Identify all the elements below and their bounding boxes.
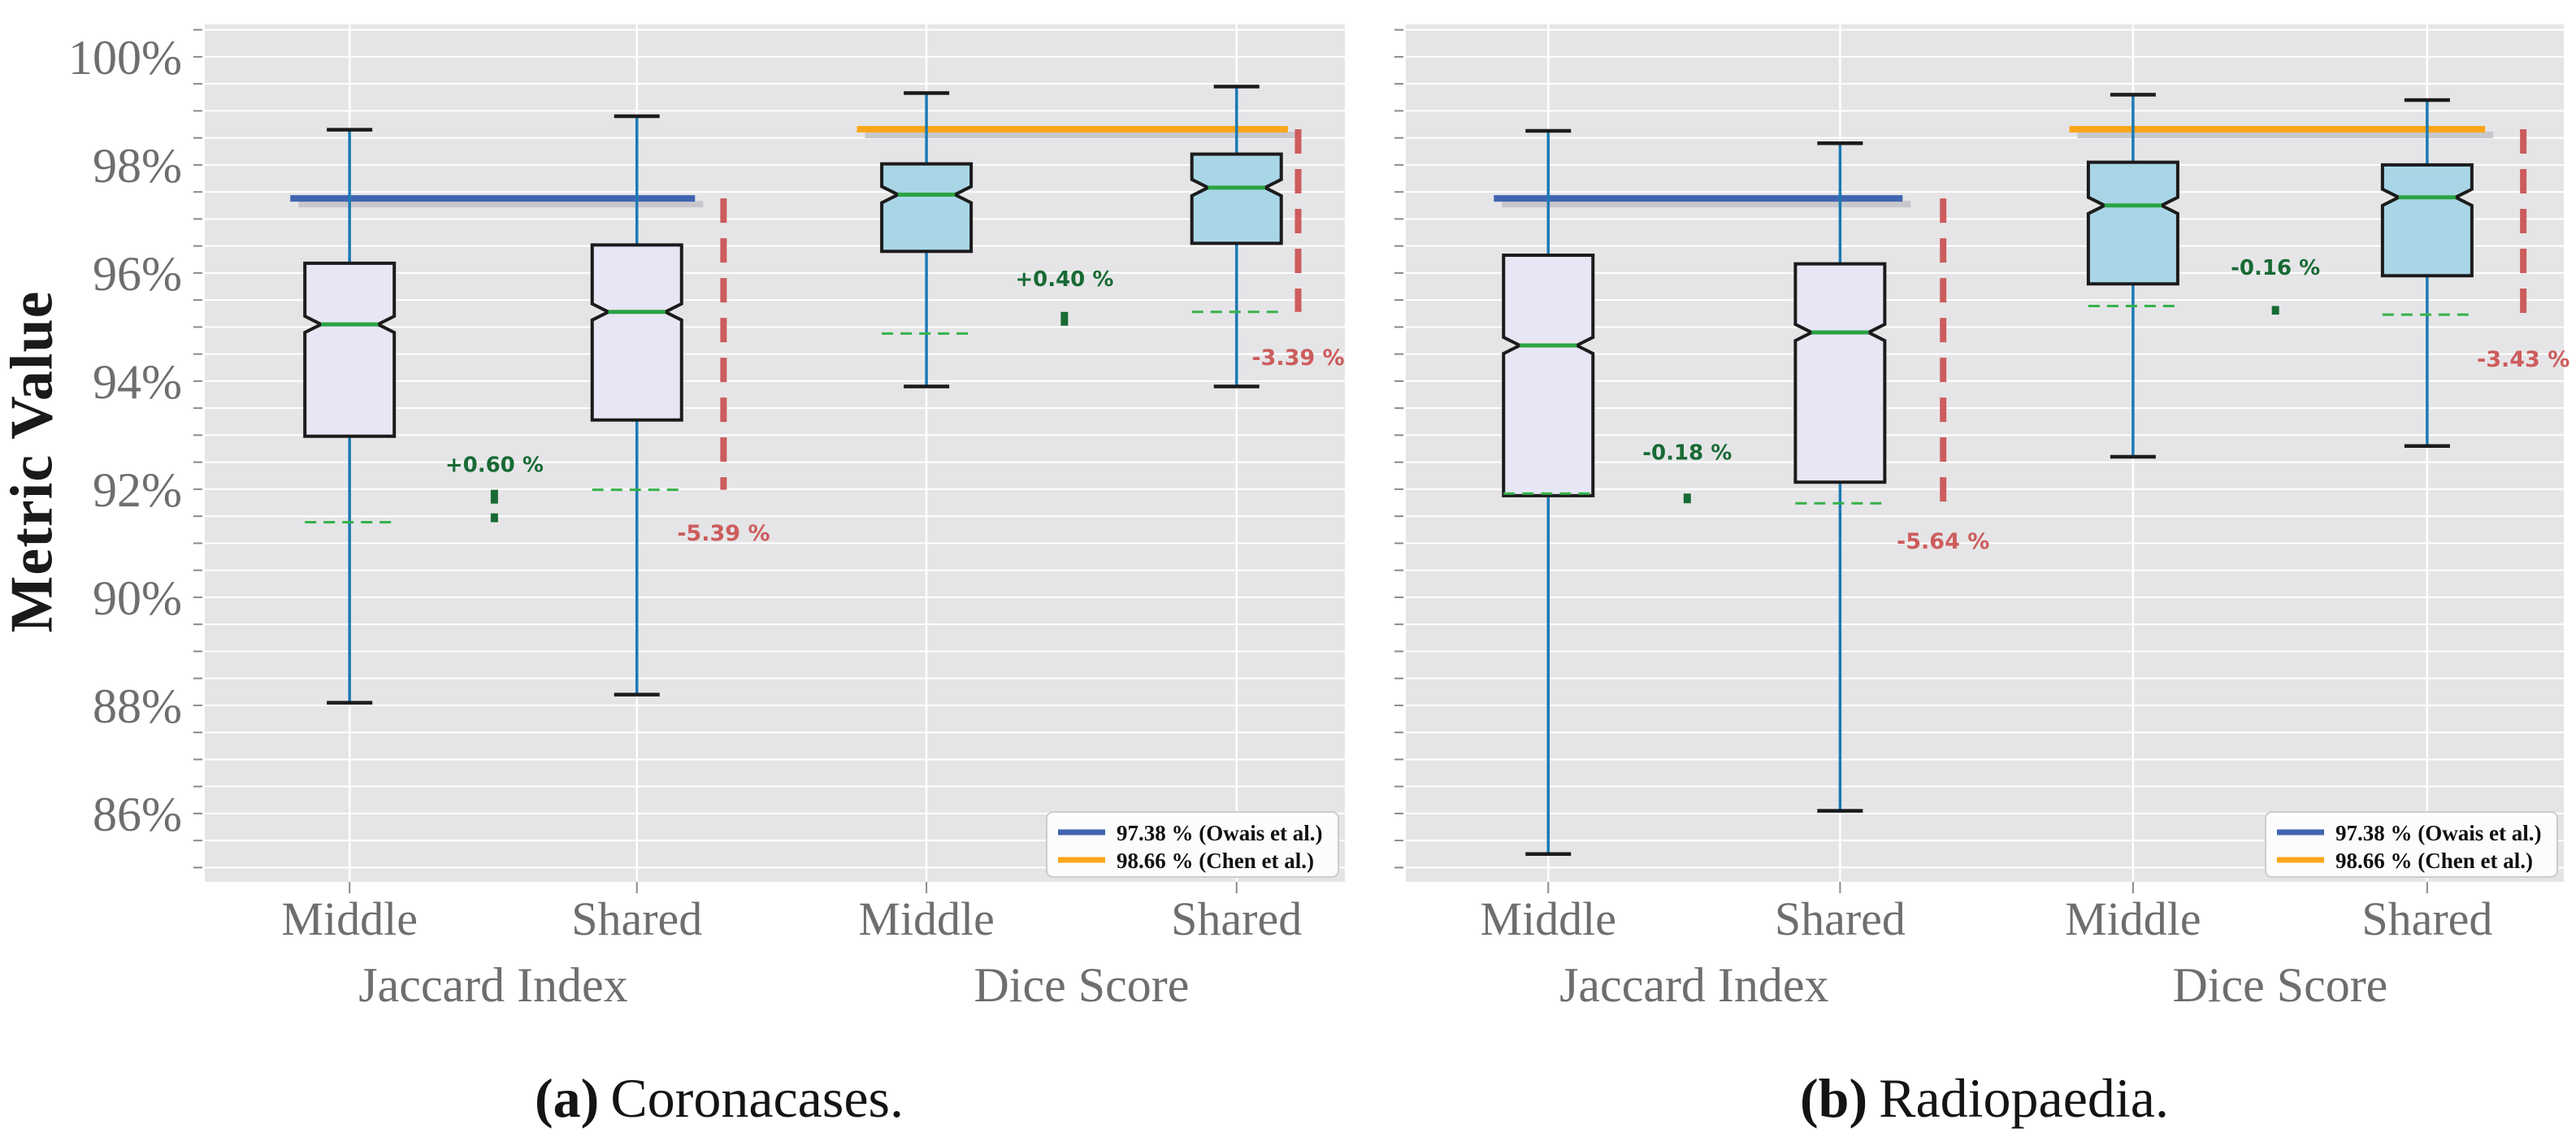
legend: 97.38 % (Owais et al.) 98.66 % (Chen et a… (1046, 811, 1339, 878)
caption-b-text: Radiopaedia. (1879, 1067, 2169, 1129)
notched-box (1190, 152, 1283, 245)
legend-box (2265, 811, 2558, 878)
mean-diff-marker: +0.60 % (445, 454, 544, 523)
gap-marker: -3.39 % (1251, 129, 1345, 371)
gridlines (193, 24, 1345, 882)
y-tick-label: 92% (93, 463, 182, 517)
ref-line-chen (2069, 126, 2494, 139)
gap-label: -5.39 % (677, 521, 770, 546)
diff-label: +0.60 % (445, 454, 544, 478)
x-tick-label: Shared (571, 892, 702, 945)
y-tick-label: 100% (68, 31, 182, 85)
legend-label: 98.66 % (Chen et al.) (1117, 849, 1314, 873)
group-label: Jaccard Index (1559, 958, 1828, 1012)
legend-box (1046, 811, 1339, 878)
diff-label: +0.40 % (1015, 267, 1113, 292)
y-axis-title: Metric Value (0, 290, 66, 633)
mean-diff-marker: +0.40 % (1015, 267, 1113, 334)
notched-box (880, 162, 974, 254)
ref-line-owais (290, 195, 704, 208)
y-tick-labels: 100% 98% 96% 94% 92% 90% 88% 86% (68, 31, 182, 841)
boxplot-middle-jaccard (303, 128, 397, 705)
boxplot-shared-dice (1190, 85, 1283, 389)
x-tick-label: Shared (2361, 892, 2492, 945)
x-tick-label: Shared (1171, 892, 1302, 945)
gap-marker: -5.64 % (1897, 198, 1989, 554)
ref-line-owais (1494, 195, 1911, 208)
group-label: Dice Score (2172, 958, 2387, 1012)
caption-a-text: Coronacases. (610, 1067, 904, 1129)
diff-label: -0.18 % (1642, 441, 1732, 465)
boxplot-middle-dice (2086, 93, 2179, 459)
legend-label: 97.38 % (Owais et al.) (2335, 821, 2541, 845)
group-label: Dice Score (974, 958, 1189, 1012)
plot-area (1406, 24, 2564, 882)
boxplot-shared-jaccard (1793, 141, 1887, 813)
x-tick-label: Shared (1775, 892, 1906, 945)
y-tick-label: 94% (93, 355, 182, 409)
plot-area (205, 24, 1345, 882)
x-tick-label: Middle (1481, 892, 1617, 945)
caption-a-tag: (a) (535, 1067, 600, 1129)
y-tick-label: 98% (93, 139, 182, 193)
y-tick-label: 96% (93, 247, 182, 301)
legend-label: 98.66 % (Chen et al.) (2335, 849, 2533, 873)
notched-box (303, 261, 397, 438)
boxplot-middle-jaccard (1502, 128, 1595, 857)
notched-box (2380, 163, 2474, 278)
group-label: Jaccard Index (358, 958, 627, 1012)
gap-marker: -3.43 % (2477, 129, 2569, 372)
caption-b-tag: (b) (1800, 1067, 1868, 1129)
gap-marker: -5.39 % (677, 198, 770, 546)
notched-box (2086, 160, 2179, 286)
diff-label: -0.16 % (2231, 256, 2320, 280)
y-tick-label: 90% (93, 571, 182, 625)
boxplot-shared-jaccard (590, 114, 683, 697)
x-tick-label: Middle (2065, 892, 2201, 945)
notched-box (1502, 253, 1595, 497)
gap-label: -3.43 % (2477, 347, 2569, 372)
y-tick-label: 86% (93, 788, 182, 841)
gap-label: -5.64 % (1897, 529, 1989, 554)
caption-radiopaedia: (b)Radiopaedia. (1800, 1066, 2169, 1131)
notched-box (590, 243, 683, 422)
mean-diff-marker: -0.16 % (2231, 256, 2320, 315)
x-tick-label: Middle (858, 892, 995, 945)
legend-label: 97.38 % (Owais et al.) (1117, 821, 1322, 845)
caption-coronacases: (a)Coronacases. (535, 1066, 904, 1131)
y-tick-label: 88% (93, 679, 182, 733)
legend: 97.38 % (Owais et al.) 98.66 % (Chen et a… (2265, 811, 2558, 878)
x-tick-label: Middle (281, 892, 418, 945)
ref-line-chen (856, 126, 1296, 139)
gap-label: -3.39 % (1251, 345, 1344, 371)
boxplot-middle-dice (880, 91, 974, 389)
boxplot-shared-dice (2380, 98, 2474, 448)
mean-diff-marker: -0.18 % (1642, 441, 1732, 504)
notched-box (1793, 262, 1887, 484)
